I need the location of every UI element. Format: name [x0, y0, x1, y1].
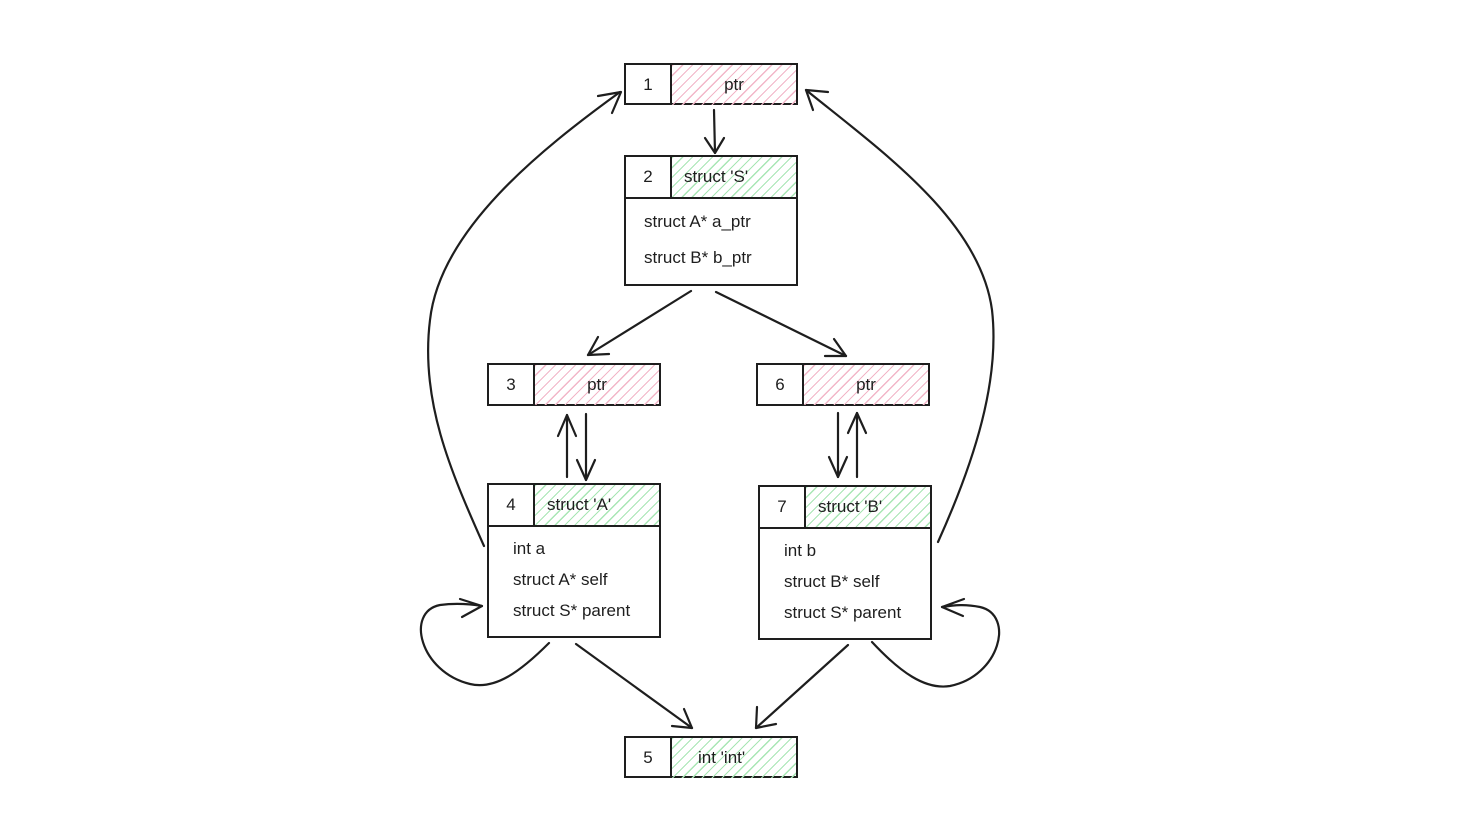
node-3-ptr[interactable]: 3 ptr: [487, 363, 661, 406]
arrowhead-7-self-loop: [940, 597, 966, 618]
node-6-ptr[interactable]: 6 ptr: [756, 363, 930, 406]
arrowhead-2-to-3: [586, 335, 611, 357]
node-type: int 'int': [672, 738, 796, 778]
node-5-int[interactable]: 5 int 'int': [624, 736, 798, 778]
field-self: struct B* self: [784, 572, 880, 591]
node-type: ptr: [535, 365, 659, 405]
node-fields: struct A* a_ptr struct B* b_ptr: [626, 197, 796, 284]
node-id: 6: [758, 365, 804, 405]
arrowhead-4-to-3: [556, 413, 578, 438]
node-type: struct 'A': [535, 485, 659, 525]
edge-7-to-1: [804, 88, 995, 544]
field-int-a: int a: [513, 539, 546, 558]
node-type: ptr: [804, 365, 928, 405]
node-id: 1: [626, 65, 672, 105]
node-id: 5: [626, 738, 672, 778]
node-id: 2: [626, 157, 672, 197]
field-int-b: int b: [784, 541, 817, 560]
field-self: struct A* self: [513, 570, 608, 589]
node-header: 5 int 'int': [626, 738, 796, 778]
node-7-struct-b[interactable]: 7 struct 'B' int b struct B* self struct…: [758, 485, 932, 640]
edge-4-to-5: [574, 642, 694, 730]
arrowhead-7-to-6: [846, 411, 868, 435]
node-id: 4: [489, 485, 535, 525]
field-b-ptr: struct B* b_ptr: [644, 248, 752, 267]
node-type: ptr: [672, 65, 796, 105]
node-header: 7 struct 'B': [760, 487, 930, 527]
edge-7-self-loop: [870, 604, 1001, 688]
node-id: 7: [760, 487, 806, 527]
node-fields: int b struct B* self struct S* parent: [760, 527, 930, 638]
field-parent: struct S* parent: [784, 603, 902, 622]
arrowhead-7-to-5: [754, 705, 778, 730]
edge-4-to-1: [426, 90, 622, 548]
field-parent: struct S* parent: [513, 601, 631, 620]
arrowhead-1-to-2: [703, 136, 726, 155]
node-header: 4 struct 'A': [489, 485, 659, 525]
arrowhead-4-self-loop: [458, 597, 484, 619]
node-type: struct 'S': [672, 157, 796, 197]
node-header: 1 ptr: [626, 65, 796, 105]
edge-4-self-loop: [419, 602, 551, 687]
arrowhead-2-to-6: [823, 337, 848, 358]
arrowhead-7-to-1: [804, 88, 830, 112]
node-fields: int a struct A* self struct S* parent: [489, 525, 659, 636]
arrowhead-3-to-4: [575, 458, 597, 482]
node-4-struct-a[interactable]: 4 struct 'A' int a struct A* self struct…: [487, 483, 661, 638]
node-header: 6 ptr: [758, 365, 928, 405]
arrowhead-4-to-1: [596, 90, 623, 115]
node-id: 3: [489, 365, 535, 405]
edge-2-to-3: [586, 289, 693, 357]
field-a-ptr: struct A* a_ptr: [644, 212, 751, 231]
edge-1-to-2: [712, 108, 717, 155]
node-type: struct 'B': [806, 487, 930, 527]
node-2-struct-s[interactable]: 2 struct 'S' struct A* a_ptr struct B* b…: [624, 155, 798, 286]
arrowhead-6-to-7: [827, 455, 849, 479]
node-1-ptr[interactable]: 1 ptr: [624, 63, 798, 105]
edge-2-to-6: [714, 290, 848, 358]
node-header: 3 ptr: [489, 365, 659, 405]
edge-7-to-5: [754, 643, 850, 730]
node-header: 2 struct 'S': [626, 157, 796, 197]
arrowhead-4-to-5: [670, 707, 694, 730]
